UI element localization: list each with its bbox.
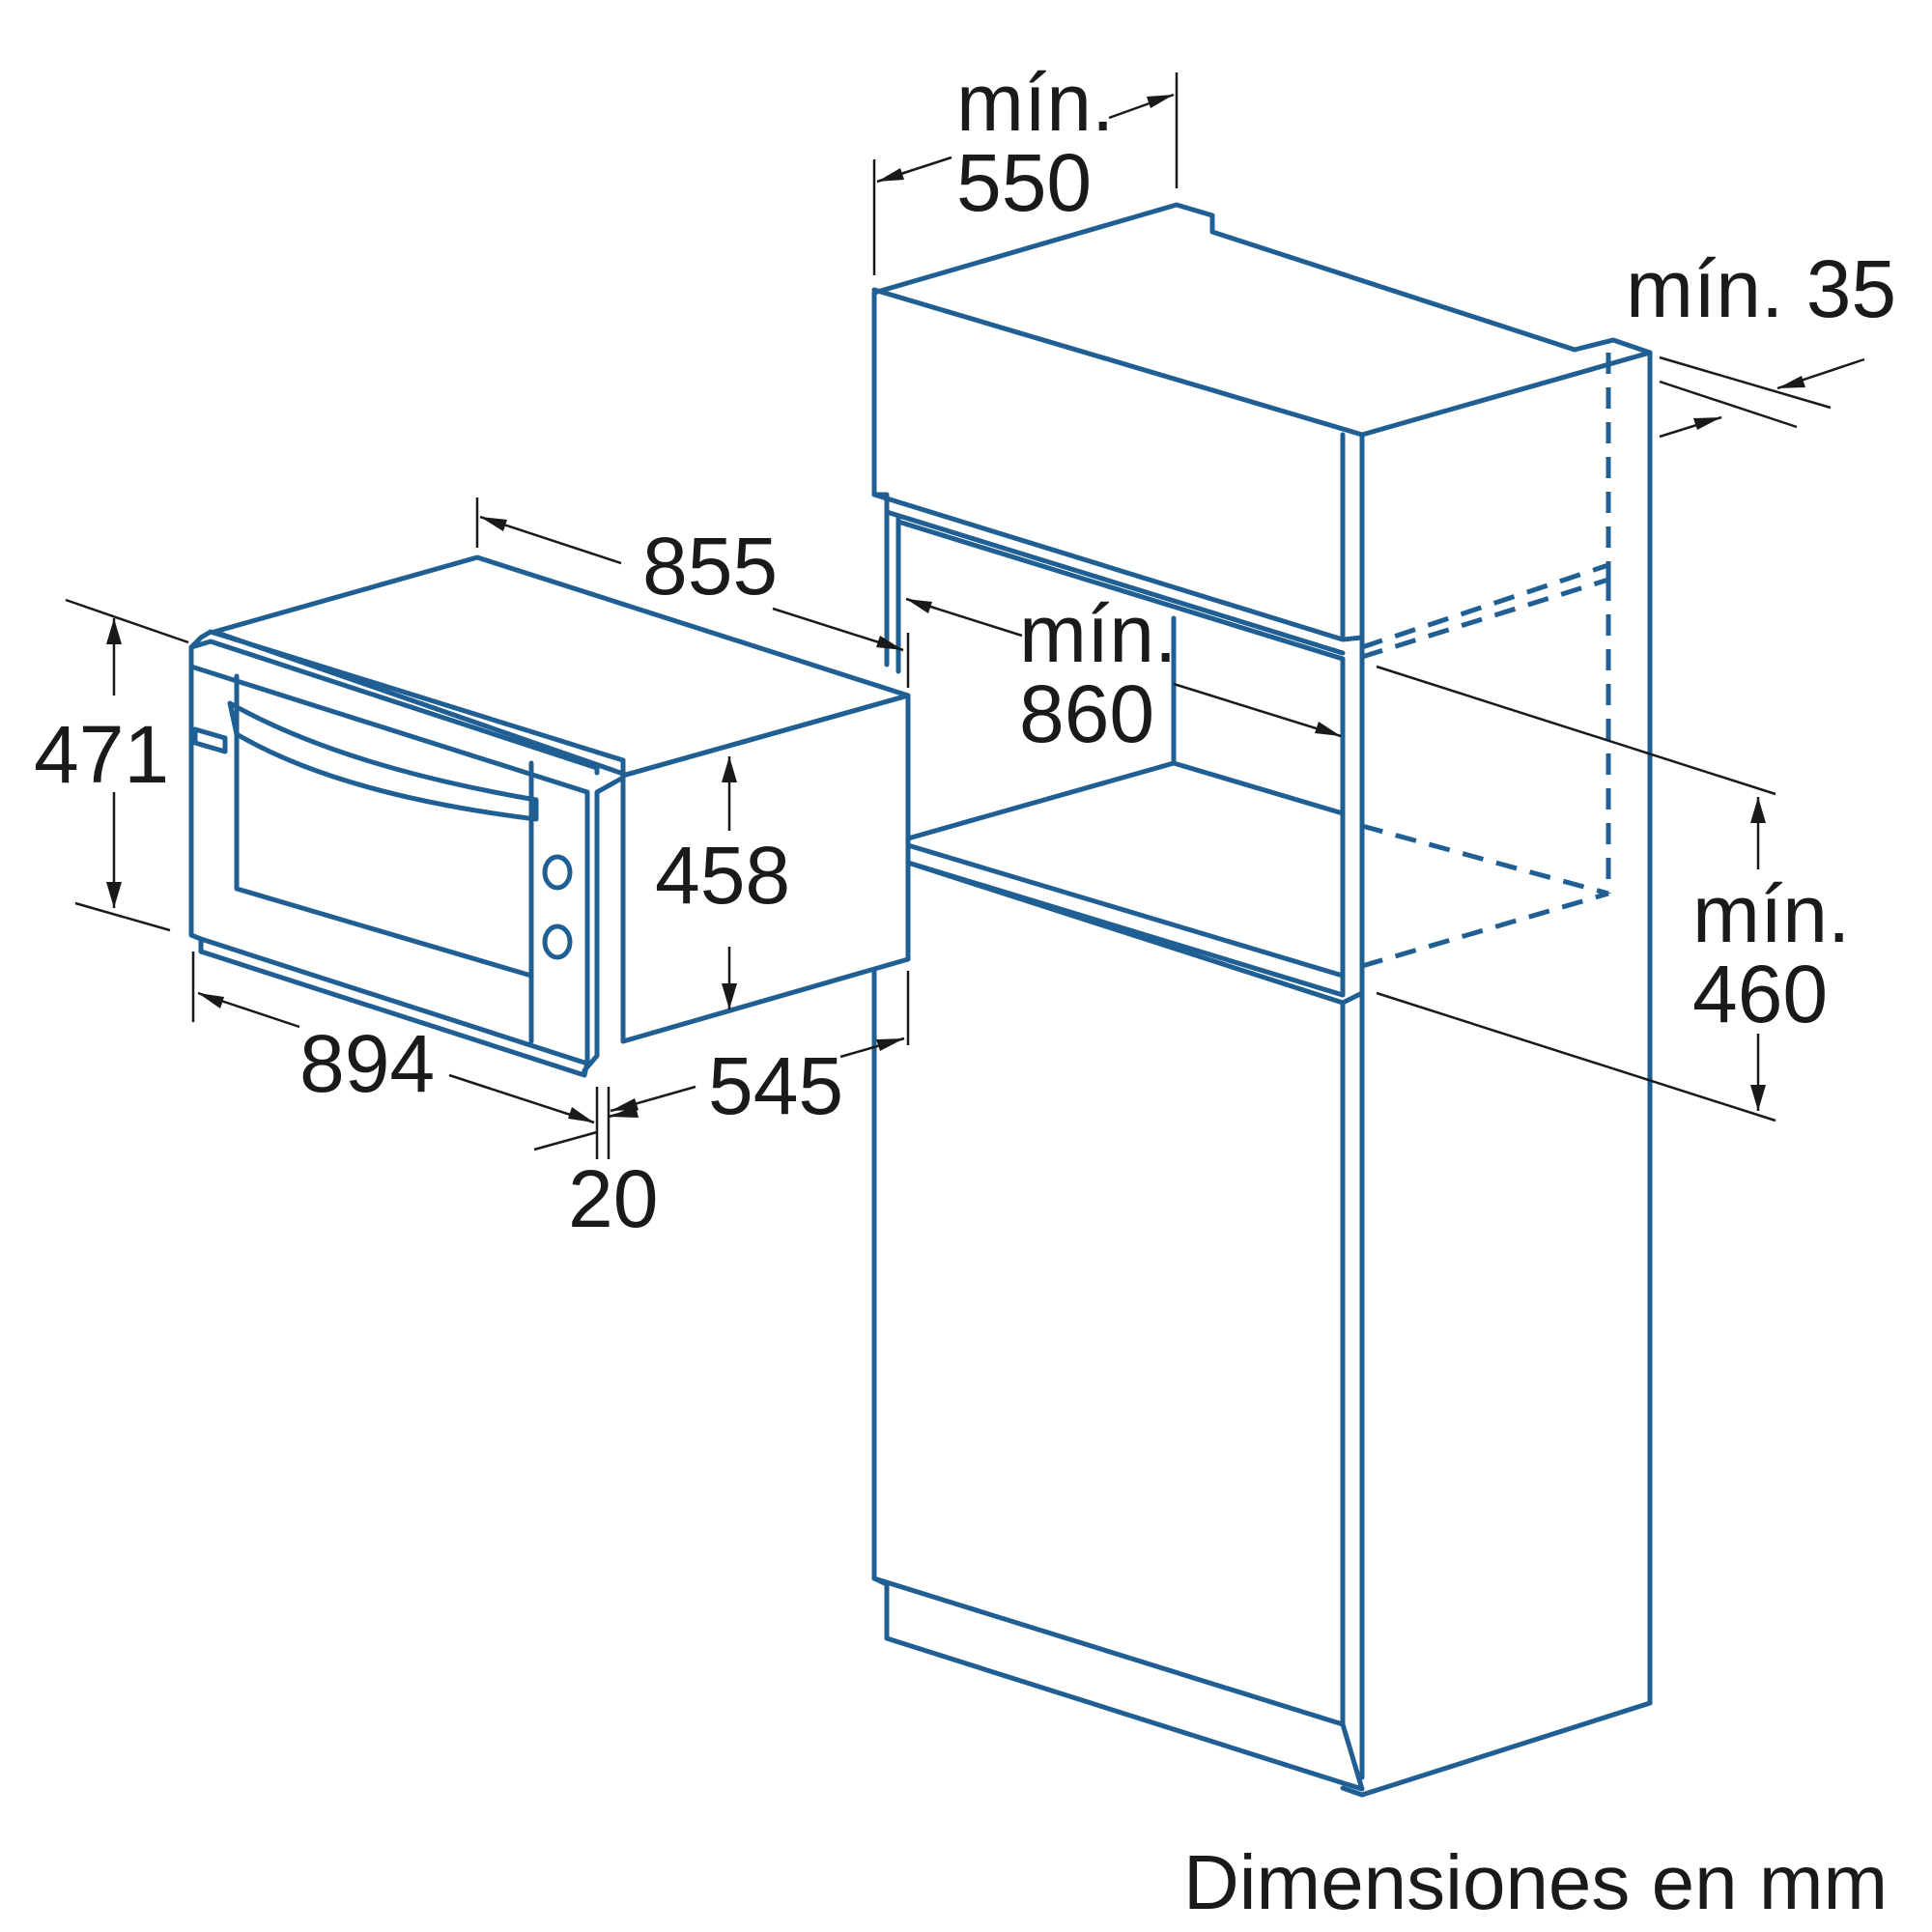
cabinet-hidden-edges xyxy=(1361,353,1611,969)
dim-460-line xyxy=(1376,665,1776,1122)
dim-35-line xyxy=(1659,355,1865,439)
dim-460-arrow-top xyxy=(1750,797,1766,823)
label-20: 20 xyxy=(568,1153,658,1244)
units-caption: Dimensiones en mm xyxy=(1183,1839,1888,1925)
dim-550-arrow-right xyxy=(1147,95,1174,108)
dim-860-arrow-right xyxy=(1315,722,1341,736)
label-860-prefix: mín. xyxy=(1019,588,1177,679)
label-550-prefix: mín. xyxy=(956,57,1114,148)
dim-894-arrow-left xyxy=(198,993,224,1009)
dim-20-line xyxy=(533,1087,639,1159)
oven-knob-bottom xyxy=(542,923,573,960)
label-894: 894 xyxy=(299,1018,435,1109)
oven-front-panel xyxy=(188,644,590,1078)
dimension-labels: 855 471 458 894 20 545 mín. 550 mín. 35 … xyxy=(34,57,1896,1925)
dim-460-arrow-bottom xyxy=(1750,1085,1766,1111)
oven-body-side xyxy=(620,693,911,1044)
label-545: 545 xyxy=(708,1040,843,1131)
oven xyxy=(188,554,911,1078)
niche-back xyxy=(905,615,1346,841)
cabinet-side xyxy=(1340,350,1653,1798)
cabinet-top xyxy=(871,202,1653,438)
dim-855-line xyxy=(475,497,910,688)
oven-front-inner xyxy=(198,936,587,1065)
dim-550-line xyxy=(872,72,1179,275)
dim-545-arrow-right xyxy=(876,1038,904,1051)
dim-550-arrow-left xyxy=(877,168,904,182)
cabinet xyxy=(871,202,1653,1798)
label-471: 471 xyxy=(34,709,169,800)
dim-35-arrow-lower xyxy=(1693,417,1721,430)
dim-860-arrow-left xyxy=(906,599,932,613)
oven-door-window xyxy=(234,673,534,1044)
label-460: 460 xyxy=(1692,949,1828,1039)
dim-894-arrow-right xyxy=(568,1107,594,1122)
label-458: 458 xyxy=(655,830,790,921)
label-550: 550 xyxy=(956,137,1092,228)
dim-458-arrow-bottom xyxy=(722,983,737,1009)
cabinet-lower-front xyxy=(871,968,1365,1792)
dim-35-arrow-upper xyxy=(1777,376,1805,388)
label-460-prefix: mín. xyxy=(1692,868,1850,959)
label-min-35: mín. 35 xyxy=(1626,243,1896,334)
niche-shelf xyxy=(905,842,1365,1006)
label-860: 860 xyxy=(1019,668,1154,759)
dim-458-arrow-top xyxy=(722,756,737,782)
dim-855-arrow-left xyxy=(480,517,507,531)
dimension-lines xyxy=(65,72,1865,1159)
oven-handle xyxy=(227,700,539,822)
oven-knob-top xyxy=(542,854,573,891)
dim-545-arrow-left xyxy=(611,1098,639,1111)
niche-upper-lip xyxy=(871,492,1346,896)
dim-471-line xyxy=(65,598,189,932)
dim-855-arrow-right xyxy=(876,636,903,650)
dim-471-arrow-bottom xyxy=(106,882,122,908)
label-855: 855 xyxy=(642,521,778,611)
dim-471-arrow-top xyxy=(106,618,122,644)
oven-display xyxy=(192,726,228,754)
